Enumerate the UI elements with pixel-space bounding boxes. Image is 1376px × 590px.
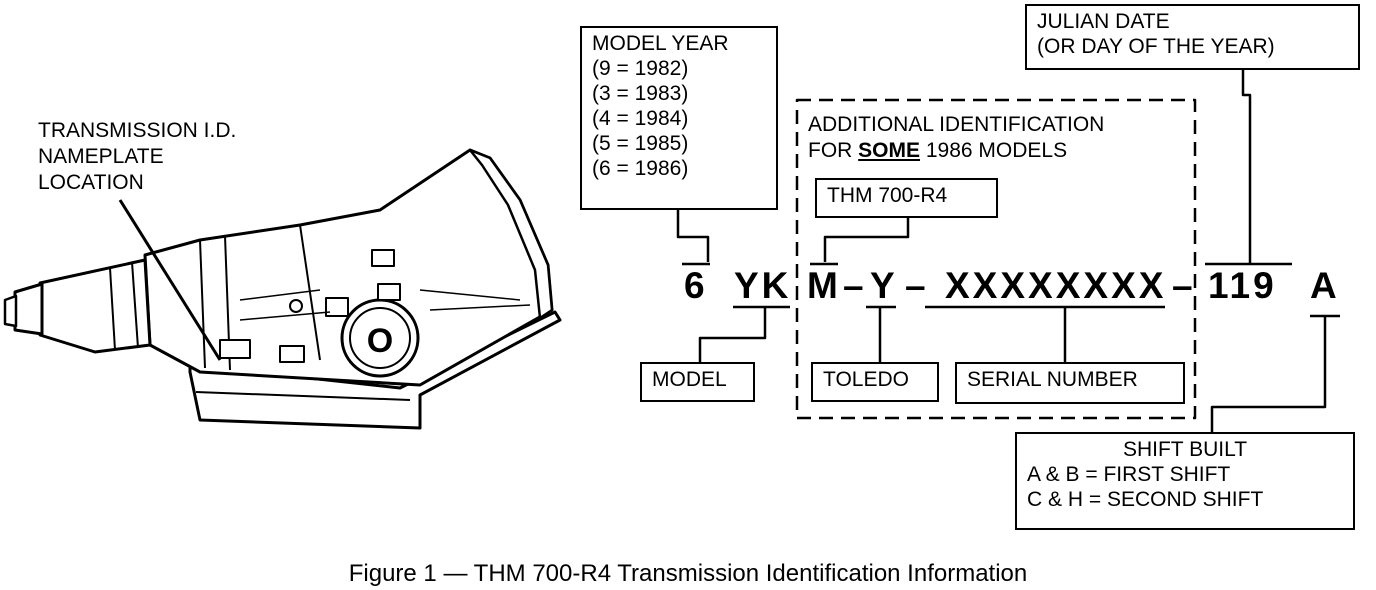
model-connector xyxy=(698,307,767,362)
additional-id-prefix: FOR xyxy=(808,139,859,162)
code-m: M xyxy=(807,265,841,306)
shift-built-box: SHIFT BUILT A & B = FIRST SHIFT C & H = … xyxy=(1015,432,1355,530)
nameplate-label-line-3: LOCATION xyxy=(38,171,144,194)
thm-connector xyxy=(823,218,910,262)
model-year-entry: (9 = 1982) xyxy=(592,57,689,80)
code-y: Y xyxy=(870,265,898,306)
code-julian: 119 xyxy=(1208,265,1277,306)
output-shaft xyxy=(13,282,44,336)
model-year-entry: (3 = 1983) xyxy=(592,82,689,105)
model-year-title: MODEL YEAR xyxy=(592,32,729,55)
nameplate-leader xyxy=(118,199,222,361)
serial-number-label: SERIAL NUMBER xyxy=(967,368,1138,391)
julian-date-box: JULIAN DATE (OR DAY OF THE YEAR) xyxy=(1025,4,1360,70)
shift-built-line-1: A & B = FIRST SHIFT xyxy=(1027,463,1231,486)
code-year: 6 xyxy=(684,265,708,306)
nameplate-label-line-1: TRANSMISSION I.D. xyxy=(38,119,237,142)
serial-number-box: SERIAL NUMBER xyxy=(955,362,1185,404)
shift-built-line-2: C & H = SECOND SHIFT xyxy=(1027,488,1264,511)
shift-built-title: SHIFT BUILT xyxy=(1122,438,1248,461)
code-shift: A xyxy=(1310,265,1340,306)
additional-id-label: ADDITIONAL IDENTIFICATION FOR SOME 1986 … xyxy=(808,112,1104,164)
additional-id-suffix: 1986 MODELS xyxy=(920,139,1068,162)
julian-date-title: JULIAN DATE xyxy=(1037,10,1170,33)
code-serial: XXXXXXXX xyxy=(945,265,1167,306)
julian-date-subtitle: (OR DAY OF THE YEAR) xyxy=(1037,35,1275,58)
code-dash: – xyxy=(1172,265,1196,306)
model-year-box: MODEL YEAR (9 = 1982) (3 = 1983) (4 = 19… xyxy=(580,26,778,210)
nameplate-label-line-2: NAMEPLATE xyxy=(38,145,164,168)
additional-id-emphasis: SOME xyxy=(858,139,921,162)
julian-connector xyxy=(1241,70,1252,264)
code-dash: – xyxy=(905,265,929,306)
model-label: MODEL xyxy=(652,368,727,391)
svg-text:O: O xyxy=(367,322,393,360)
shift-connector xyxy=(1210,316,1327,432)
additional-id-line-2: FOR SOME 1986 MODELS xyxy=(808,138,1104,164)
nameplate-location-label: TRANSMISSION I.D. NAMEPLATE LOCATION xyxy=(38,118,236,196)
model-year-entry: (4 = 1984) xyxy=(592,107,689,130)
model-year-connector xyxy=(676,208,710,262)
thm-box: THM 700-R4 xyxy=(815,178,998,218)
code-dash: – xyxy=(843,265,867,306)
figure-caption: Figure 1 — THM 700-R4 Transmission Ident… xyxy=(348,560,1028,587)
toledo-box: TOLEDO xyxy=(811,362,939,402)
additional-id-line-1: ADDITIONAL IDENTIFICATION xyxy=(808,113,1105,136)
model-box: MODEL xyxy=(640,362,755,402)
model-year-entry: (5 = 1985) xyxy=(592,132,689,155)
thm-label: THM 700-R4 xyxy=(827,184,948,207)
additional-id-dashed-region xyxy=(795,98,1197,420)
code-model: YK xyxy=(734,265,792,306)
transmission-illustration: O xyxy=(3,148,562,430)
model-year-entry: (6 = 1986) xyxy=(592,157,689,180)
toledo-label: TOLEDO xyxy=(823,368,909,391)
